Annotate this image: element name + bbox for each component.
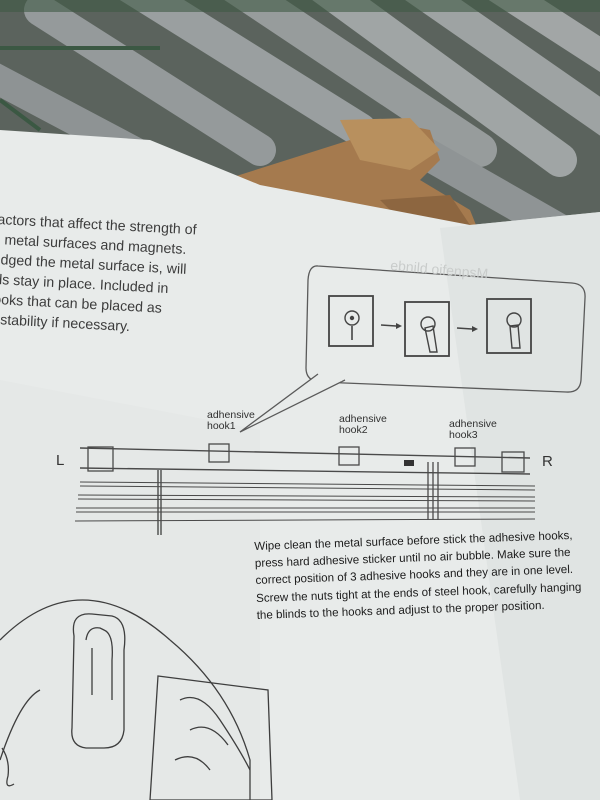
right-side-label: R bbox=[542, 453, 553, 470]
arrow-icon bbox=[380, 324, 397, 327]
hook-step-1-icon bbox=[328, 295, 374, 347]
roller bbox=[404, 134, 576, 246]
blind-rail-diagram bbox=[74, 443, 536, 535]
hook3-label: adhensive hook3 bbox=[449, 418, 497, 441]
roller bbox=[24, 0, 276, 166]
intro-paragraph: actors that affect the strength of metal… bbox=[0, 210, 197, 340]
hook2-label: adhensive hook2 bbox=[339, 413, 387, 436]
hook1-label: adhensive hook1 bbox=[207, 409, 255, 432]
roller bbox=[488, 0, 600, 72]
hook-step-callout bbox=[305, 265, 586, 393]
callout-pointer bbox=[239, 373, 346, 433]
installation-instructions: Wipe clean the metal surface before stic… bbox=[254, 526, 587, 623]
left-side-label: L bbox=[56, 452, 65, 469]
roller bbox=[224, 0, 497, 167]
arrow-icon bbox=[456, 327, 473, 330]
hook-hand-illustration bbox=[0, 599, 273, 800]
hook-step-3-icon bbox=[486, 298, 532, 354]
roller bbox=[405, 0, 600, 136]
hook-step-2-icon bbox=[404, 301, 450, 357]
